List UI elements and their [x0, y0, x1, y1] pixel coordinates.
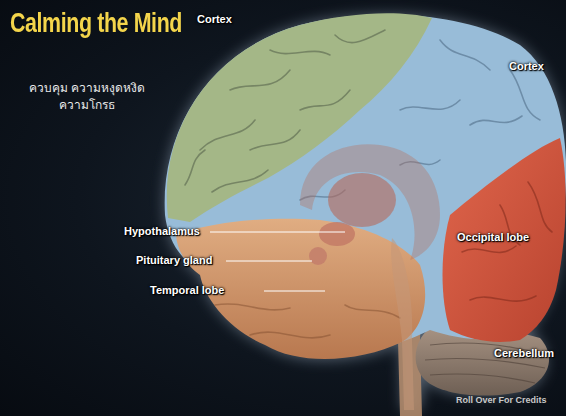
part-label: Cerebellum — [494, 347, 554, 360]
gyrus-line — [470, 296, 536, 301]
part-label: Temporal lobe — [150, 284, 224, 297]
part-label: Pituitary gland — [136, 254, 212, 267]
gyrus-line — [400, 100, 460, 110]
gyrus-line — [270, 50, 330, 55]
gyrus-line — [200, 120, 255, 150]
gyrus-line — [510, 70, 540, 120]
lobe-label: Occipital lobe — [457, 231, 529, 244]
gyrus-line — [230, 70, 290, 90]
thalamus — [328, 173, 396, 227]
gyrus-line — [470, 116, 522, 125]
brainstem-front — [391, 238, 414, 410]
cerebellum-fold — [425, 358, 545, 368]
gyrus-line — [300, 90, 350, 110]
gyrus-line — [462, 246, 516, 252]
gyrus-line — [215, 304, 290, 310]
pituitary-gland — [309, 247, 327, 265]
gyrus-line — [528, 182, 552, 232]
gyrus-line — [335, 30, 385, 43]
occipital-lobe — [443, 138, 566, 342]
leader-line — [264, 291, 325, 292]
gyrus-line — [250, 332, 330, 338]
credits-note: Roll Over For Credits — [456, 395, 547, 406]
part-label: Hypothalamus — [124, 225, 200, 238]
gyrus-line — [345, 305, 400, 318]
note-text: ควบคุม ความหงุดหงิด ความโกรธ — [17, 80, 157, 114]
hypothalamus — [319, 222, 355, 246]
gyrus-line — [440, 40, 490, 70]
gyrus-line — [250, 130, 300, 150]
limbic-arc — [300, 144, 440, 260]
lobe-label: Cortex — [197, 13, 232, 26]
leader-line — [226, 261, 312, 262]
gyrus-line — [212, 170, 268, 192]
leader-line — [210, 232, 345, 233]
title: Calming the Mind — [10, 7, 182, 39]
gyrus-line — [185, 150, 205, 185]
cerebellum-fold — [430, 374, 535, 383]
lobe-label: Cortex — [509, 60, 544, 73]
